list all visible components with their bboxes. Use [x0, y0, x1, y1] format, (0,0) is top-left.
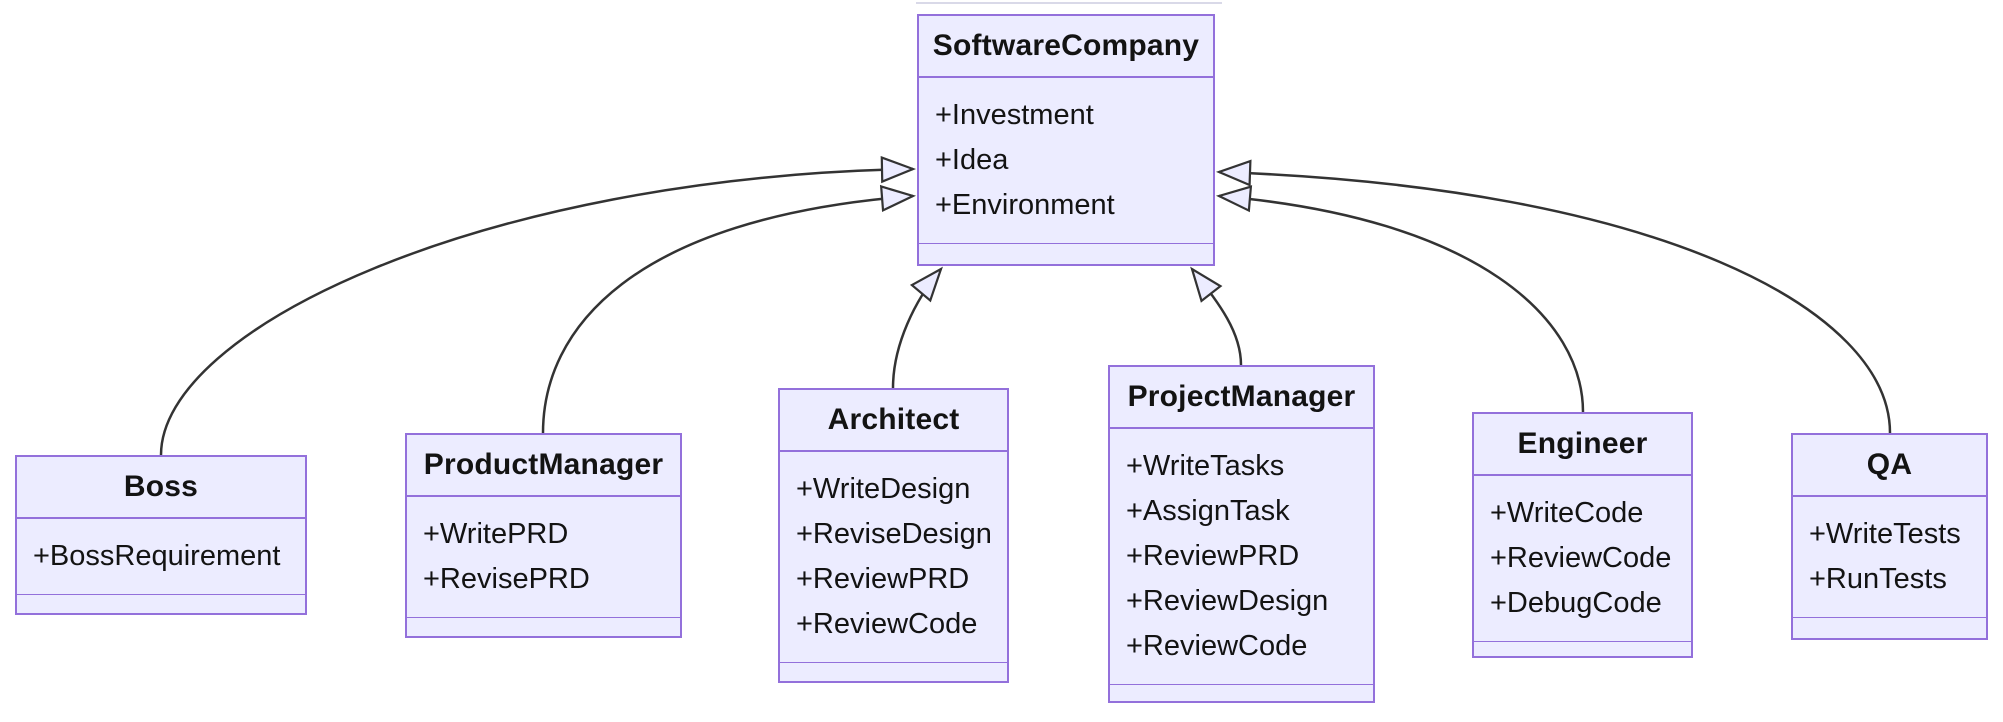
class-attribute: +DebugCode [1490, 587, 1662, 619]
class-qa-title: QA [1793, 435, 1986, 497]
class-projectmanager-attributes: +WriteTasks +AssignTask +ReviewPRD +Revi… [1110, 429, 1373, 685]
class-engineer-title: Engineer [1474, 414, 1691, 476]
class-attribute: +AssignTask [1126, 495, 1290, 527]
class-attribute: +WriteCode [1490, 497, 1644, 529]
class-architect-attributes: +WriteDesign +ReviseDesign +ReviewPRD +R… [780, 452, 1007, 663]
class-softwarecompany-attributes: +Investment +Idea +Environment [919, 78, 1213, 244]
class-projectmanager-methods-empty [1110, 685, 1373, 701]
class-engineer-methods-empty [1474, 642, 1691, 656]
class-architect-title: Architect [780, 390, 1007, 452]
class-softwarecompany-methods-empty [919, 244, 1213, 264]
class-attribute: +ReviewPRD [1126, 540, 1300, 572]
class-attribute: +ReviewDesign [1126, 585, 1329, 617]
class-attribute: +WritePRD [423, 518, 569, 550]
class-boss-methods-empty [17, 595, 305, 613]
class-architect-methods-empty [780, 663, 1007, 681]
class-engineer: Engineer +WriteCode +ReviewCode +DebugCo… [1472, 412, 1693, 658]
class-productmanager-title: ProductManager [407, 435, 680, 497]
class-softwarecompany-title: SoftwareCompany [919, 16, 1213, 78]
class-softwarecompany: SoftwareCompany +Investment +Idea +Envir… [917, 14, 1215, 266]
class-projectmanager: ProjectManager +WriteTasks +AssignTask +… [1108, 365, 1375, 703]
class-boss-title: Boss [17, 457, 305, 519]
class-attribute: +Environment [935, 189, 1115, 221]
class-attribute: +WriteTests [1809, 518, 1961, 550]
class-architect: Architect +WriteDesign +ReviseDesign +Re… [778, 388, 1009, 683]
class-boss-attributes: +BossRequirement [17, 519, 305, 595]
class-qa-attributes: +WriteTests +RunTests [1793, 497, 1986, 618]
class-attribute: +ReviewCode [1126, 630, 1308, 662]
class-qa-methods-empty [1793, 618, 1986, 638]
class-attribute: +BossRequirement [33, 540, 281, 572]
class-attribute: +ReviewCode [1490, 542, 1672, 574]
class-attribute: +ReviewCode [796, 608, 978, 640]
class-attribute: +WriteTasks [1126, 450, 1285, 482]
class-qa: QA +WriteTests +RunTests [1791, 433, 1988, 640]
class-attribute: +Investment [935, 99, 1094, 131]
class-boss: Boss +BossRequirement [15, 455, 307, 615]
class-attribute: +ReviewPRD [796, 563, 970, 595]
class-attribute: +WriteDesign [796, 473, 971, 505]
class-attribute: +ReviseDesign [796, 518, 992, 550]
diagram-top-edge-line [916, 2, 1222, 4]
class-attribute: +RunTests [1809, 563, 1947, 595]
class-productmanager-attributes: +WritePRD +RevisePRD [407, 497, 680, 618]
inheritance-edge-architect [891, 266, 943, 389]
class-projectmanager-title: ProjectManager [1110, 367, 1373, 429]
class-engineer-attributes: +WriteCode +ReviewCode +DebugCode [1474, 476, 1691, 642]
class-productmanager: ProductManager +WritePRD +RevisePRD [405, 433, 682, 638]
class-attribute: +Idea [935, 144, 1009, 176]
class-attribute: +RevisePRD [423, 563, 590, 595]
class-productmanager-methods-empty [407, 618, 680, 636]
inheritance-edge-projectmanager [1190, 266, 1243, 366]
